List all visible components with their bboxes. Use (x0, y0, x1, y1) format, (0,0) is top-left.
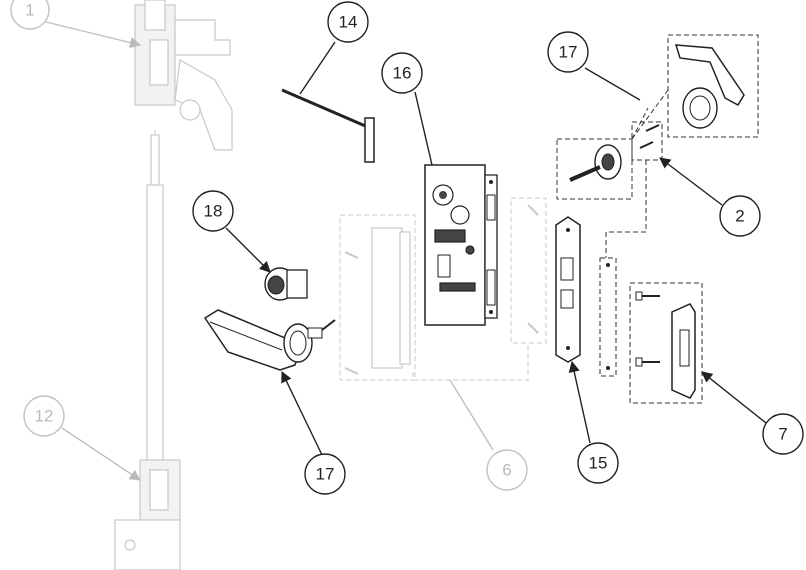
callout-16: 16 (381, 52, 433, 166)
callout-14: 14 (299, 1, 369, 95)
cylinder-part (264, 267, 308, 301)
callout-17-top-label: 17 (559, 43, 578, 62)
callout-17-bottom: 17 (281, 370, 346, 495)
armor-front-group (339, 197, 547, 381)
callout-6: 6 (449, 379, 528, 491)
callout-14-label: 14 (339, 13, 358, 32)
callout-17-bottom-label: 17 (316, 465, 335, 484)
callout-7-label: 7 (778, 425, 787, 444)
vertical-rod-assembly (114, 0, 233, 570)
bottom-latch-part (114, 459, 181, 570)
armor-plate-part (599, 257, 617, 377)
callout-12-label: 12 (35, 407, 54, 426)
callout-2: 2 (659, 157, 761, 237)
callout-18-label: 18 (204, 202, 223, 221)
strike-plate-part (629, 282, 703, 404)
vertical-rod (146, 130, 164, 466)
callout-1-label: 1 (25, 1, 34, 20)
callout-15: 15 (568, 360, 619, 484)
hex-key-part (281, 88, 375, 163)
mortise-lock-body (424, 164, 498, 326)
top-latch-part (134, 0, 233, 151)
lever-trim-kit-group (556, 34, 759, 200)
callout-6-label: 6 (502, 461, 511, 480)
callout-2-label: 2 (735, 207, 744, 226)
lever-handle-bottom-part (203, 309, 336, 371)
callout-18: 18 (192, 190, 271, 273)
callout-16-label: 16 (393, 64, 412, 83)
callout-12: 12 (23, 395, 141, 481)
screws-part (605, 121, 663, 258)
callout-17-top: 17 (547, 31, 641, 101)
callout-1: 1 (10, 0, 142, 49)
callout-7: 7 (701, 371, 804, 455)
faceplate-part (555, 216, 581, 363)
callout-15-label: 15 (589, 454, 608, 473)
